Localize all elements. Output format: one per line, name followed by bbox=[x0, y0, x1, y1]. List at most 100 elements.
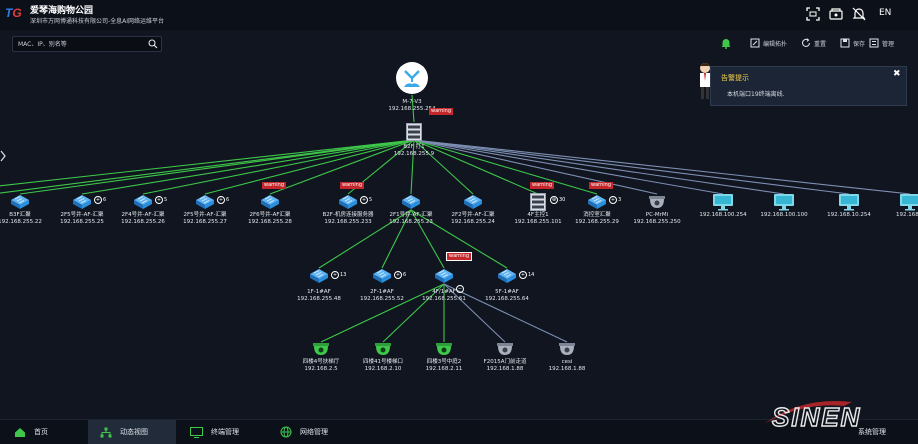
tab-home[interactable]: 首页 bbox=[0, 420, 88, 444]
l2-node-1[interactable] bbox=[371, 268, 393, 284]
l3-ip-2: 192.168.2.11 bbox=[425, 366, 463, 372]
alarm-bell-button[interactable] bbox=[720, 36, 735, 50]
l1-port-badge-9: +3 bbox=[609, 196, 622, 204]
l1-node-label-12: 192.168.100.100 bbox=[760, 212, 807, 219]
l1-node-10[interactable] bbox=[647, 195, 667, 209]
tab-system-management[interactable]: 系统管理 bbox=[858, 420, 886, 444]
save-button[interactable]: 保存 bbox=[840, 36, 865, 50]
link-core-l1-6 bbox=[410, 139, 415, 195]
l3-camera-node-1[interactable] bbox=[373, 342, 393, 356]
l3-name-2: 四楼3号中庭2 bbox=[426, 359, 462, 365]
link-core-l1-12 bbox=[413, 139, 785, 195]
l1-port-badge-3: +6 bbox=[217, 196, 230, 204]
link-core-offscreen-1 bbox=[0, 139, 415, 194]
tab-dynamic-view[interactable]: 动态视图 bbox=[88, 420, 176, 444]
l1-name-7: 2F2号井-AF-汇聚 bbox=[451, 212, 495, 218]
l1-ip-10: 192.168.255.250 bbox=[633, 219, 681, 225]
l1-node-0[interactable] bbox=[9, 194, 31, 210]
tab-dynamic-view-label: 动态视图 bbox=[120, 428, 148, 436]
app-header: TG 爱琴海购物公园 深圳市万网博通科技有限公司-全息AI网络运维平台 EN bbox=[0, 0, 918, 30]
l1-node-13[interactable] bbox=[838, 193, 860, 211]
l1-node-14[interactable] bbox=[899, 193, 918, 211]
l1-ip-3: 192.168.255.27 bbox=[183, 219, 227, 225]
l2-port-badge-1: +6 bbox=[394, 271, 407, 279]
link-l2-l3-4 bbox=[443, 283, 568, 343]
l1-node-6[interactable] bbox=[400, 194, 422, 210]
link-core-l1-4 bbox=[269, 139, 415, 195]
l1-node-9[interactable] bbox=[586, 194, 608, 210]
root-gateway-node[interactable] bbox=[395, 61, 429, 95]
l1-ip-14: 192.168... bbox=[896, 212, 918, 218]
l1-name-0: B3F汇聚 bbox=[9, 212, 31, 218]
tab-network-management[interactable]: 网络管理 bbox=[280, 420, 328, 444]
phone-icon[interactable] bbox=[829, 7, 843, 21]
l1-node-12[interactable] bbox=[773, 193, 795, 211]
edit-topology-label: 编辑拓扑 bbox=[763, 40, 788, 48]
l1-port-badge-1: +6 bbox=[94, 196, 107, 204]
l1-node-label-14: 192.168... bbox=[896, 212, 918, 219]
l2-node-2[interactable] bbox=[433, 268, 455, 284]
l3-name-0: 四楼4号扶梯厅 bbox=[302, 359, 340, 365]
side-panel-handle[interactable] bbox=[0, 148, 6, 162]
alert-message: 本机端口19终端离线. bbox=[727, 91, 785, 98]
link-core-l1-14 bbox=[413, 139, 911, 195]
search-input[interactable] bbox=[18, 37, 143, 51]
l3-camera-node-2[interactable] bbox=[434, 342, 454, 356]
reset-label: 重置 bbox=[814, 40, 827, 48]
l1-name-10: PC-MrMi bbox=[645, 212, 669, 218]
alert-panel: 告警提示 本机端口19终端离线. ✖ bbox=[710, 66, 907, 106]
l1-name-9: 消控室汇聚 bbox=[583, 212, 611, 218]
l2-name-0: 1F-1#AF bbox=[307, 289, 331, 295]
l3-ip-1: 192.168.2.10 bbox=[364, 366, 402, 372]
l3-ip-3: 192.168.1.88 bbox=[486, 366, 524, 372]
edit-topology-button[interactable]: 编辑拓扑 bbox=[750, 36, 787, 50]
tab-terminal-management[interactable]: 终端管理 bbox=[190, 420, 239, 444]
l1-node-7[interactable] bbox=[462, 194, 484, 210]
link-l2-l3-0 bbox=[320, 283, 445, 343]
l3-ip-4: 192.168.1.88 bbox=[548, 366, 586, 372]
fullscreen-icon[interactable] bbox=[806, 7, 820, 21]
l1-node-1[interactable] bbox=[71, 194, 93, 210]
l1-node-3[interactable] bbox=[194, 194, 216, 210]
l1-name-5: B2F-机房连接服务器 bbox=[322, 212, 374, 218]
l3-camera-node-0[interactable] bbox=[311, 342, 331, 356]
search-icon[interactable] bbox=[148, 39, 158, 49]
close-icon[interactable]: ✖ bbox=[893, 69, 901, 79]
link-l2-l3-1 bbox=[382, 283, 445, 343]
l2-name-1: 2F-1#AF bbox=[370, 289, 394, 295]
l2-node-3[interactable] bbox=[496, 268, 518, 284]
l1-node-8[interactable] bbox=[530, 193, 546, 211]
language-toggle[interactable]: EN bbox=[879, 8, 892, 18]
l1-node-4[interactable] bbox=[259, 194, 281, 210]
l2-node-0[interactable] bbox=[308, 268, 330, 284]
l1-port-badge-8: ⊕30 bbox=[550, 196, 566, 204]
bottom-nav: 首页 动态视图 终端管理 网络管理 系统管理 bbox=[0, 419, 918, 444]
link-core-l1-3 bbox=[204, 139, 415, 195]
l3-camera-node-3[interactable] bbox=[495, 342, 515, 356]
bell-off-icon[interactable] bbox=[852, 7, 866, 21]
reset-button[interactable]: 重置 bbox=[801, 36, 826, 50]
l1-node-2[interactable] bbox=[132, 194, 154, 210]
l3-camera-node-4[interactable] bbox=[557, 342, 577, 356]
core-name: B2F 打1 bbox=[403, 144, 425, 150]
collapse-toggle[interactable]: − bbox=[456, 285, 464, 293]
tab-system-management-label: 系统管理 bbox=[858, 428, 886, 436]
manage-button[interactable]: 管理 bbox=[869, 36, 894, 50]
link-core-offscreen-0 bbox=[0, 139, 415, 187]
core-switch-node[interactable] bbox=[406, 123, 422, 141]
l1-node-11[interactable] bbox=[712, 193, 734, 211]
tab-network-management-label: 网络管理 bbox=[300, 428, 328, 436]
watermark-logo: SINEN bbox=[764, 400, 860, 433]
link-core-l1-1 bbox=[81, 139, 415, 195]
l1-ip-8: 192.168.255.101 bbox=[514, 219, 562, 225]
l1-node-5[interactable] bbox=[337, 194, 359, 210]
l2-port-badge-3: +14 bbox=[519, 271, 535, 279]
